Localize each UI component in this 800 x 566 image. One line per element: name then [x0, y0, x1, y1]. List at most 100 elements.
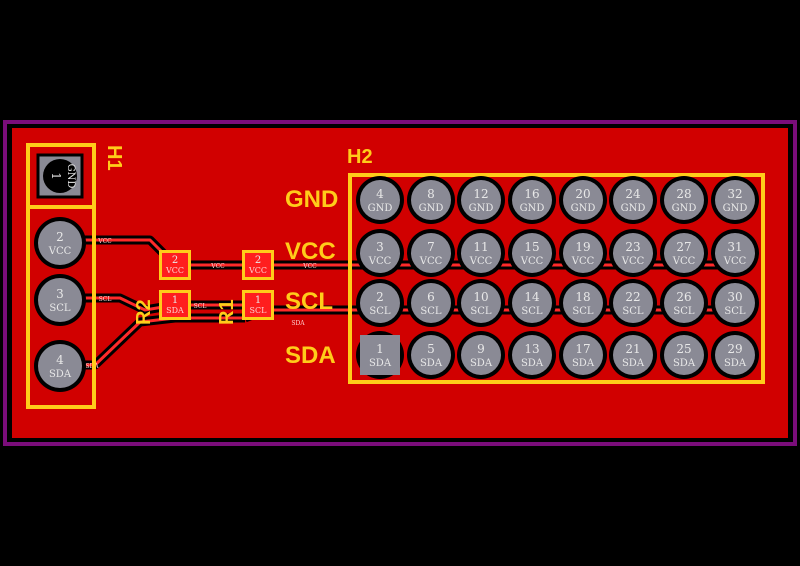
h2-pad-31-number: 31 — [727, 240, 742, 254]
h2-pad-2-number: 2 — [376, 290, 384, 304]
h2-pad-3-number: 3 — [376, 240, 384, 254]
h1-pad-1-number: 1 — [49, 172, 63, 180]
h2-pad-26-ring — [664, 283, 704, 323]
h2-pad-19-number: 19 — [575, 240, 590, 254]
r2-pad-2-number: 2 — [172, 255, 178, 266]
h2-pad-4-net: GND — [368, 203, 393, 214]
h2-pad-14-number: 14 — [524, 290, 540, 304]
r1-pad-2-net: VCC — [248, 266, 267, 275]
r1-pad-1-net: SCL — [250, 306, 268, 315]
h2-pad-17-net: SDA — [572, 358, 595, 369]
h2-pad-10-net: SCL — [470, 306, 492, 317]
h2-pad-28-ring — [664, 180, 704, 220]
h2-pad-10-ring — [461, 283, 501, 323]
trace-label-vcc-3: VCC — [302, 263, 317, 270]
h2-pads: 4GND8GND12GND16GND20GND24GND28GND32GND3V… — [356, 176, 759, 379]
h2-pad-8-net: GND — [419, 203, 444, 214]
h2-pad-6-net: SCL — [420, 306, 442, 317]
h2-pad-9-net: SDA — [470, 358, 493, 369]
h2-pad-1-ring — [360, 335, 400, 375]
h2-pad-1-number: 1 — [376, 342, 384, 356]
h2-pad-11-number: 11 — [473, 240, 488, 254]
h2-pad-24-number: 24 — [625, 187, 641, 201]
h2-outline — [348, 173, 765, 384]
h2-pad-19-net: VCC — [571, 256, 595, 267]
h2-pad-12-ring — [461, 180, 501, 220]
h2-pad-5-number: 5 — [427, 342, 435, 356]
row-label-scl: SCL — [285, 288, 333, 315]
h2-pad-2-ring — [360, 283, 400, 323]
h2-pad-20-ring — [563, 180, 603, 220]
r2-pad-2-net: VCC — [165, 266, 184, 275]
h2-pad-20-net: GND — [571, 203, 596, 214]
h2-pad-16-ring — [512, 180, 552, 220]
h2-pad-4-ring — [360, 180, 400, 220]
board-outline — [3, 120, 797, 446]
h2-pad-18-ring — [563, 283, 603, 323]
h2-pad-11-net: VCC — [469, 256, 493, 267]
h2-pad-8-number: 8 — [427, 187, 435, 201]
h2-pad-7-ring — [411, 233, 451, 273]
h2-pad-23-ring — [613, 233, 653, 273]
h2-pad-25-net: SDA — [673, 358, 696, 369]
h2-pad-22-net: SCL — [622, 306, 644, 317]
r1-pad-2-number: 2 — [255, 255, 261, 266]
h2-pad-27-ring — [664, 233, 704, 273]
h2-pad-7-net: VCC — [419, 256, 443, 267]
h1-pad-4-net: SDA — [49, 369, 72, 380]
r1-pad-2-copper — [245, 253, 271, 277]
h2-pad-12-number: 12 — [473, 187, 488, 201]
h1-outline — [26, 143, 96, 409]
h2-pad-13-ring — [512, 335, 552, 375]
h1-pad-4-number: 4 — [56, 353, 64, 367]
h2-pad-16-net: GND — [520, 203, 545, 214]
h2-pad-13-net: SDA — [521, 358, 544, 369]
h2-pad-24-net: GND — [621, 203, 646, 214]
h2-pad-27-net: VCC — [672, 256, 696, 267]
h2-pad-17-ring — [563, 335, 603, 375]
h2-pad-32-number: 32 — [727, 187, 742, 201]
trace-label-vcc: VCC — [97, 238, 112, 245]
h2-pad-23-net: VCC — [621, 256, 645, 267]
h2-pad-19-ring — [563, 233, 603, 273]
h2-pad-21-ring — [613, 335, 653, 375]
h2-pad-18-number: 18 — [575, 290, 590, 304]
h2-pad-31-net: VCC — [723, 256, 747, 267]
h2-designator: H2 — [347, 146, 373, 168]
row-label-sda: SDA — [285, 342, 336, 369]
h2-pad-16-number: 16 — [524, 187, 539, 201]
h2-pad-22-ring — [613, 283, 653, 323]
trace-label-sda: SDA — [291, 320, 305, 327]
h2-pad-15-net: VCC — [520, 256, 544, 267]
h2-pad-29-ring — [715, 335, 755, 375]
r2-designator: R2 — [133, 299, 155, 325]
h2-pad-20-number: 20 — [575, 187, 590, 201]
h2-pad-6-number: 6 — [427, 290, 435, 304]
r1-designator: R1 — [216, 299, 238, 325]
h2-pad-13-number: 13 — [524, 342, 539, 356]
h1-pad-1-net: GND — [65, 164, 76, 189]
r2-pad-2-copper — [162, 253, 188, 277]
h2-pad-23-number: 23 — [625, 240, 640, 254]
h1-pad-2-number: 2 — [56, 230, 64, 244]
